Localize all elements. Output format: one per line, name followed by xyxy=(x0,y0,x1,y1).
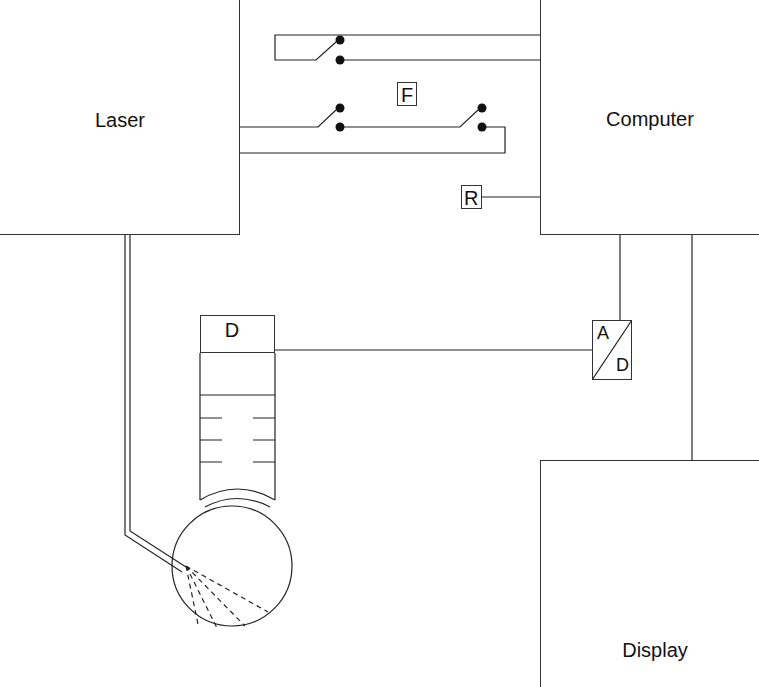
laser-ray xyxy=(186,566,268,630)
eye-cup xyxy=(200,489,275,507)
wire xyxy=(340,59,540,60)
wire xyxy=(275,35,540,60)
signal-wire xyxy=(482,196,540,197)
laser-box: Laser xyxy=(0,0,240,235)
switch-contact xyxy=(336,36,345,45)
node-label: Display xyxy=(622,639,688,661)
switch-contact xyxy=(336,56,345,65)
signal-wire xyxy=(619,235,620,320)
optical-fiber xyxy=(125,235,182,572)
display-box: Display xyxy=(540,460,759,687)
tube-divider xyxy=(200,418,275,462)
optical-fiber xyxy=(130,235,186,567)
wire xyxy=(340,110,478,127)
node-label: D xyxy=(616,356,629,376)
node-label: D xyxy=(225,319,239,341)
switch-contact xyxy=(478,104,487,113)
switch-label: F xyxy=(397,82,417,106)
wire xyxy=(240,110,336,127)
detector-tube xyxy=(200,353,275,500)
node-label: F xyxy=(401,84,413,106)
node-label: A xyxy=(597,324,609,344)
node-label: R xyxy=(464,187,478,209)
wire xyxy=(240,127,505,153)
switch-contact xyxy=(336,104,345,113)
signal-wire xyxy=(691,235,692,460)
converter-box: AD xyxy=(592,320,632,380)
node-label: Computer xyxy=(606,108,694,130)
computer-box: Computer xyxy=(540,0,759,235)
switch-contact xyxy=(336,123,345,132)
node-label: Laser xyxy=(95,109,145,131)
switch-label: R xyxy=(461,185,482,209)
signal-wire xyxy=(275,349,592,350)
detector-box: D xyxy=(200,315,275,353)
eye xyxy=(172,506,292,626)
switch-contact xyxy=(478,123,487,132)
